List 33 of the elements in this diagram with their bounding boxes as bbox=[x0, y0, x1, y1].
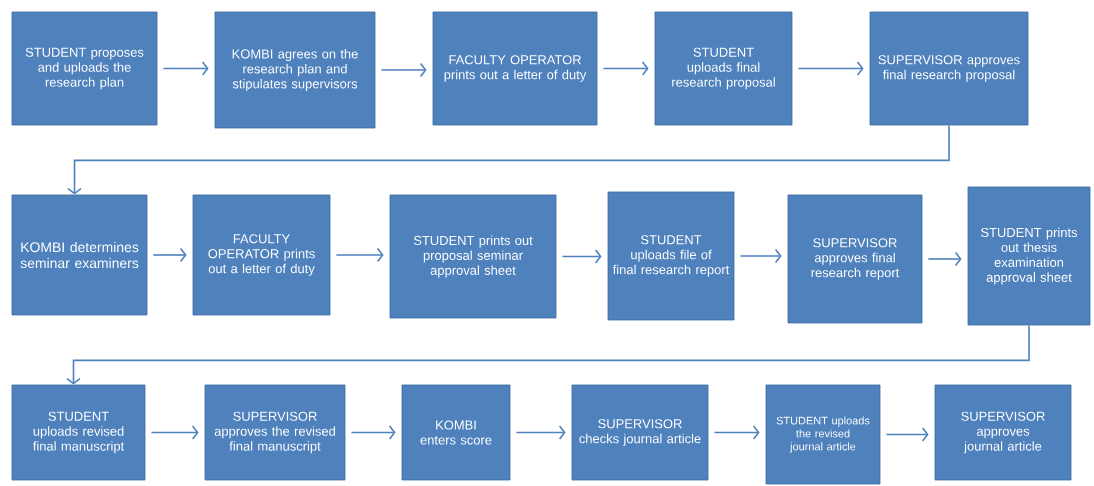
arrow bbox=[797, 61, 864, 76]
arrow bbox=[713, 425, 760, 440]
process-box: SUPERVISOR approves final research report bbox=[787, 194, 923, 324]
process-box: STUDENT proposes and uploads the research plan bbox=[11, 11, 158, 126]
process-box: KOMBI enters score bbox=[401, 384, 511, 481]
arrow bbox=[67, 124, 950, 195]
process-box: STUDENT prints out thesis examination approval sheet bbox=[967, 186, 1091, 326]
process-box: SUPERVISOR approves journal article bbox=[934, 384, 1072, 481]
arrow bbox=[66, 324, 1030, 385]
process-box: SUPERVISOR approves the revised final manuscript bbox=[204, 384, 346, 481]
process-box: KOMBI determines seminar examiners bbox=[11, 194, 148, 316]
arrow bbox=[885, 427, 929, 442]
process-box: FACULTY OPERATOR prints out a letter of duty bbox=[432, 11, 598, 126]
arrow bbox=[150, 425, 199, 440]
process-box: KOMBI agrees on the research plan and stipulates supervisors bbox=[214, 11, 376, 129]
process-box: SUPERVISOR checks journal article bbox=[571, 384, 709, 481]
process-box: FACULTY OPERATOR prints out a letter of duty bbox=[192, 194, 331, 316]
arrow bbox=[515, 425, 566, 440]
arrow bbox=[350, 425, 396, 440]
arrow bbox=[152, 247, 187, 263]
arrow bbox=[739, 248, 782, 264]
arrow bbox=[380, 62, 427, 78]
arrow bbox=[335, 247, 384, 263]
process-box: STUDENT uploads final research proposal bbox=[654, 11, 793, 126]
process-box: SUPERVISOR approves final research proposal bbox=[869, 11, 1029, 126]
arrow bbox=[602, 61, 649, 76]
process-box: STUDENT uploads file of final research report bbox=[607, 191, 735, 321]
process-box: STUDENT prints out proposal seminar approval sheet bbox=[389, 194, 557, 319]
arrow bbox=[561, 249, 602, 264]
process-box: STUDENT uploads the revised journal article bbox=[765, 384, 881, 485]
arrow bbox=[927, 251, 962, 267]
process-box: STUDENT uploads revised final manuscript bbox=[11, 384, 146, 481]
arrow bbox=[162, 61, 209, 76]
